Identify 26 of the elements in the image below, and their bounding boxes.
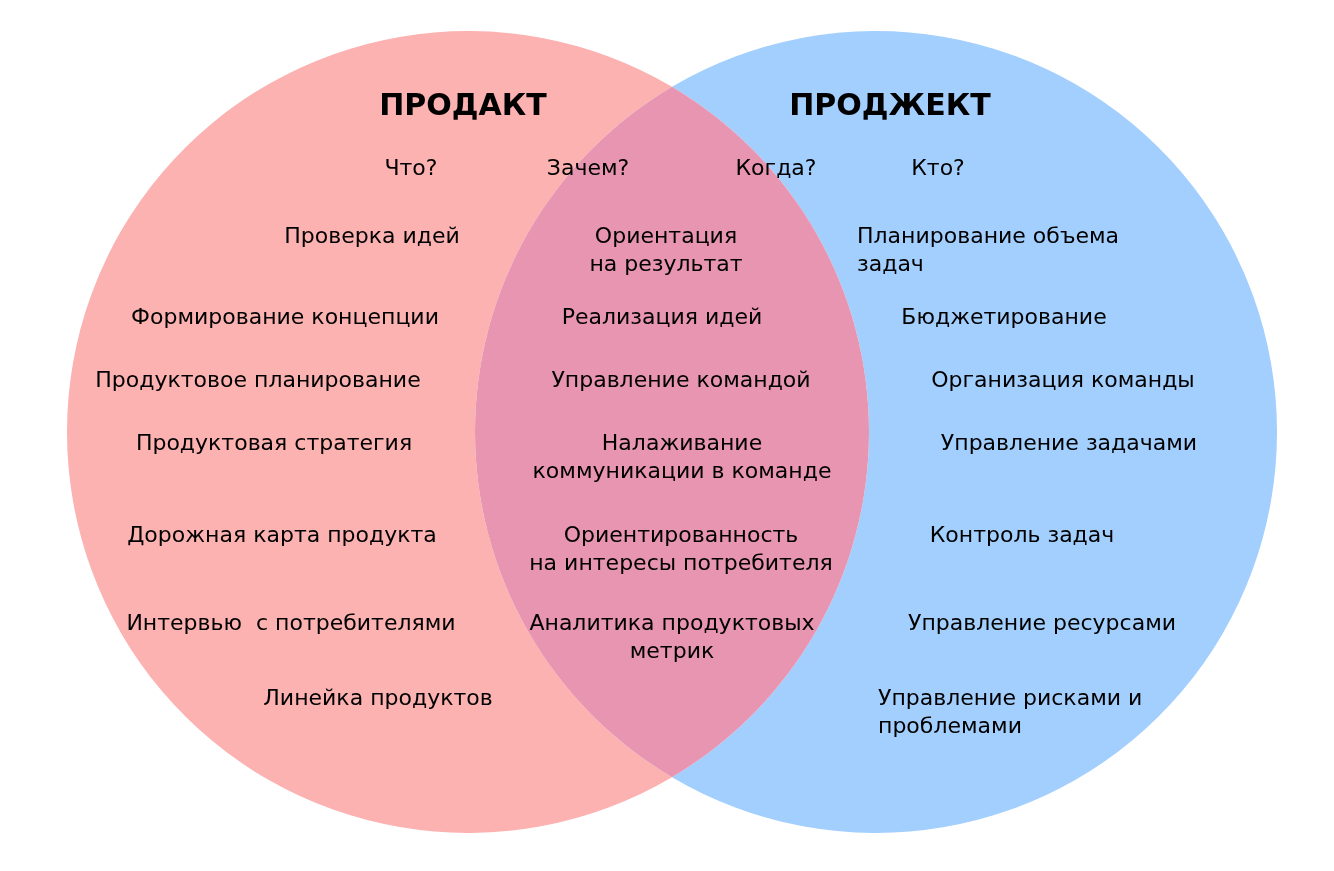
item-label: Управление командой (551, 366, 811, 394)
item-label: Ориентированность на интересы потребителя (529, 521, 833, 577)
item-label: Интервью с потребителями (126, 609, 456, 637)
item-label: Проверка идей (284, 222, 460, 250)
item-label: Реализация идей (561, 303, 763, 331)
item-label: Продуктовая стратегия (135, 429, 413, 457)
item-label: Линейка продуктов (263, 684, 493, 712)
item-label: Дорожная карта продукта (127, 521, 437, 549)
item-label: Контроль задач (929, 521, 1115, 549)
item-label: Организация команды (931, 366, 1195, 394)
item-label: Управление задачами (940, 429, 1198, 457)
question-label: Кто? (911, 154, 965, 182)
item-label: Управление рисками и проблемами (878, 684, 1143, 740)
item-label: Аналитика продуктовых метрик (529, 609, 815, 665)
question-label: Зачем? (546, 154, 630, 182)
question-label: Что? (384, 154, 438, 182)
circle-heading: ПРОДАКТ (379, 86, 547, 124)
item-label: Управление ресурсами (907, 609, 1177, 637)
item-label: Бюджетирование (901, 303, 1107, 331)
question-label: Когда? (735, 154, 817, 182)
item-label: Налаживание коммуникации в команде (532, 429, 832, 485)
item-label: Планирование объема задач (857, 222, 1120, 278)
circle-heading: ПРОДЖЕКТ (789, 86, 991, 124)
item-label: Продуктовое планирование (95, 366, 421, 394)
item-label: Формирование концепции (131, 303, 439, 331)
item-label: Ориентация на результат (589, 222, 743, 278)
